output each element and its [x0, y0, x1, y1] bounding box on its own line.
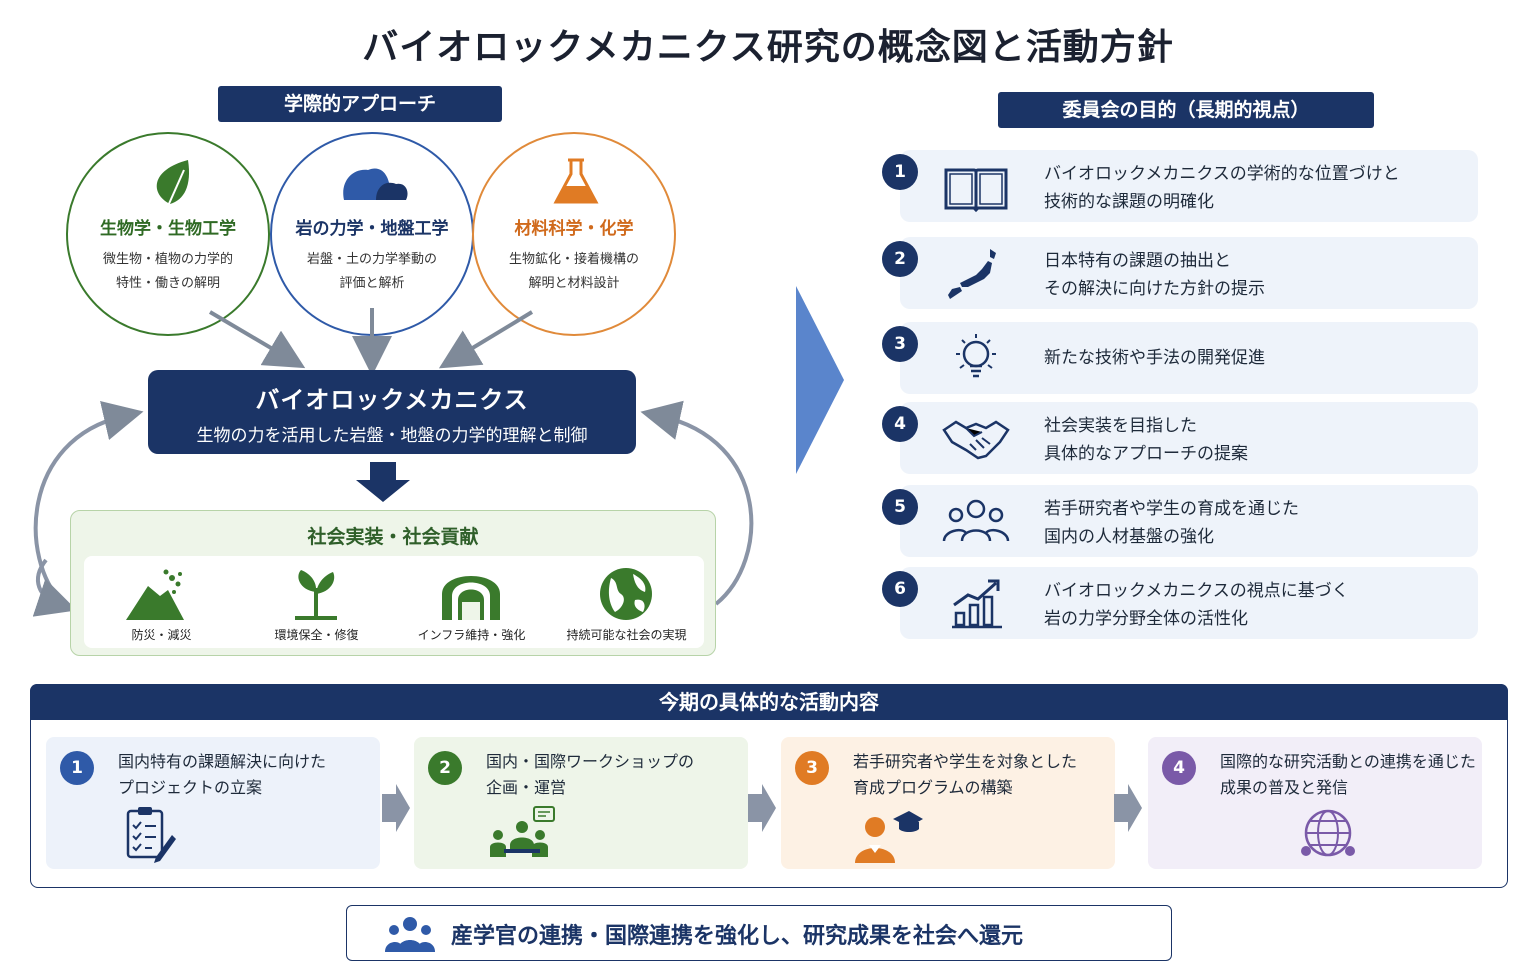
- purpose-text: 日本特有の課題の抽出とその解決に向けた方針の提示: [1044, 251, 1265, 299]
- activity-text: 国際的な研究活動との連携を通じた成果の普及と発信: [1220, 752, 1476, 797]
- tunnel-icon: [394, 564, 549, 622]
- footer-text: 産学官の連携・国際連携を強化し、研究成果を社会へ還元: [451, 924, 1024, 949]
- activities-header: 今期の具体的な活動内容: [30, 684, 1508, 720]
- purpose-item-2: 日本特有の課題の抽出とその解決に向けた方針の提示: [900, 237, 1478, 309]
- purpose-item-1: バイオロックメカニクスの学術的な位置づけと技術的な課題の明確化: [900, 150, 1478, 222]
- arrow-materials-to-core: [438, 310, 534, 369]
- flow-arrows: [32, 286, 844, 617]
- arrow-3-4: [1114, 784, 1142, 832]
- activity-number: 3: [795, 751, 829, 785]
- purpose-header: 委員会の目的（長期的視点）: [998, 92, 1374, 128]
- society-item-environment: 環境保全・修復: [239, 556, 394, 648]
- meeting-icon: [488, 805, 555, 863]
- page-title: バイオロックメカニクス研究の概念図と活動方針: [362, 27, 1174, 68]
- circle-title: 岩の力学・地盤工学: [295, 219, 449, 239]
- activity-text: 国内特有の課題解決に向けたプロジェクトの立案: [118, 752, 327, 797]
- activity-number: 1: [60, 751, 94, 785]
- loop-right: [640, 400, 754, 606]
- group-people-icon: [385, 914, 435, 954]
- activity-arrows: [382, 784, 1142, 832]
- society-item-disaster: 防災・減災: [84, 556, 239, 648]
- checklist-icon: [122, 805, 182, 863]
- circle-biology: 生物学・生物工学 微生物・植物の力学的特性・働きの解明: [66, 132, 270, 336]
- leaf-icon: [68, 156, 268, 208]
- activity-item-1: 1 国内特有の課題解決に向けたプロジェクトの立案: [46, 737, 380, 869]
- circle-rock-mechanics: 岩の力学・地盤工学 岩盤・土の力学挙動の評価と解析: [270, 132, 474, 336]
- purpose-number-1: 1: [882, 154, 918, 190]
- core-subtitle: 生物の力を活用した岩盤・地盤の力学的理解と制御: [196, 426, 588, 446]
- big-chevron-arrow: [796, 286, 844, 474]
- purpose-number-6: 6: [882, 571, 918, 607]
- purpose-item-6: バイオロックメカニクスの視点に基づく岩の力学分野全体の活性化: [900, 567, 1478, 639]
- sprout-icon: [239, 564, 394, 622]
- core-concept-box: バイオロックメカニクス 生物の力を活用した岩盤・地盤の力学的理解と制御: [148, 370, 636, 454]
- purpose-item-4: 社会実装を目指した具体的なアプローチの提案: [900, 402, 1478, 474]
- footer-banner: 産学官の連携・国際連携を強化し、研究成果を社会へ還元: [346, 905, 1172, 961]
- circle-desc: 生物鉱化・接着機構の解明と材料設計: [508, 252, 639, 291]
- purpose-text: バイオロックメカニクスの学術的な位置づけと技術的な課題の明確化: [1044, 164, 1400, 212]
- japan-map-icon: [940, 245, 1012, 301]
- society-title: 社会実装・社会貢献: [307, 526, 479, 548]
- core-title: バイオロックメカニクス: [255, 386, 529, 414]
- growth-chart-icon: [940, 575, 1012, 631]
- rocks-icon: [272, 156, 472, 208]
- network-globe-icon: [1298, 805, 1358, 863]
- activity-text: 国内・国際ワークショップの企画・運営: [486, 752, 695, 797]
- purpose-number-5: 5: [882, 489, 918, 525]
- purpose-text: バイオロックメカニクスの視点に基づく岩の力学分野全体の活性化: [1044, 581, 1349, 629]
- activity-number: 2: [428, 751, 462, 785]
- arrow-biology-to-core: [208, 310, 306, 369]
- purpose-number-3: 3: [882, 326, 918, 362]
- people-icon: [940, 493, 1012, 549]
- activity-item-3: 3 若手研究者や学生を対象とした育成プログラムの構築: [781, 737, 1115, 869]
- purpose-number-2: 2: [882, 241, 918, 277]
- book-icon: [940, 158, 1012, 214]
- purpose-number-4: 4: [882, 406, 918, 442]
- society-item-sustainable: 持続可能な社会の実現: [549, 556, 704, 648]
- circle-materials: 材料科学・化学 生物鉱化・接着機構の解明と材料設計: [472, 132, 676, 336]
- arrow-2-3: [748, 784, 776, 832]
- purpose-item-3: 新たな技術や手法の開発促進: [900, 322, 1478, 394]
- purpose-text: 社会実装を目指した具体的なアプローチの提案: [1044, 416, 1248, 464]
- arrow-1-2: [382, 784, 410, 832]
- society-item-infrastructure: インフラ維持・強化: [394, 556, 549, 648]
- circle-desc: 岩盤・土の力学挙動の評価と解析: [306, 252, 437, 291]
- graduate-icon: [853, 805, 923, 863]
- globe-icon: [549, 564, 704, 622]
- handshake-icon: [940, 410, 1012, 466]
- circle-title: 生物学・生物工学: [100, 219, 236, 239]
- circle-title: 材料科学・化学: [514, 219, 634, 239]
- purpose-text: 若手研究者や学生の育成を通じた国内の人材基盤の強化: [1044, 499, 1299, 547]
- activity-item-2: 2 国内・国際ワークショップの企画・運営: [414, 737, 748, 869]
- purpose-text: 新たな技術や手法の開発促進: [1044, 348, 1265, 368]
- landslide-icon: [84, 564, 239, 622]
- activity-number: 4: [1162, 751, 1196, 785]
- society-items: 防災・減災 環境保全・修復 インフラ維持・強化: [84, 556, 704, 648]
- activity-text: 若手研究者や学生を対象とした育成プログラムの構築: [853, 752, 1078, 797]
- activity-item-4: 4 国際的な研究活動との連携を通じた成果の普及と発信: [1148, 737, 1482, 869]
- circle-desc: 微生物・植物の力学的特性・働きの解明: [102, 252, 233, 291]
- arrow-core-to-society: [356, 462, 410, 502]
- lightbulb-icon: [940, 330, 1012, 386]
- purpose-item-5: 若手研究者や学生の育成を通じた国内の人材基盤の強化: [900, 485, 1478, 557]
- interdisciplinary-header: 学際的アプローチ: [218, 86, 502, 122]
- flask-icon: [474, 156, 674, 208]
